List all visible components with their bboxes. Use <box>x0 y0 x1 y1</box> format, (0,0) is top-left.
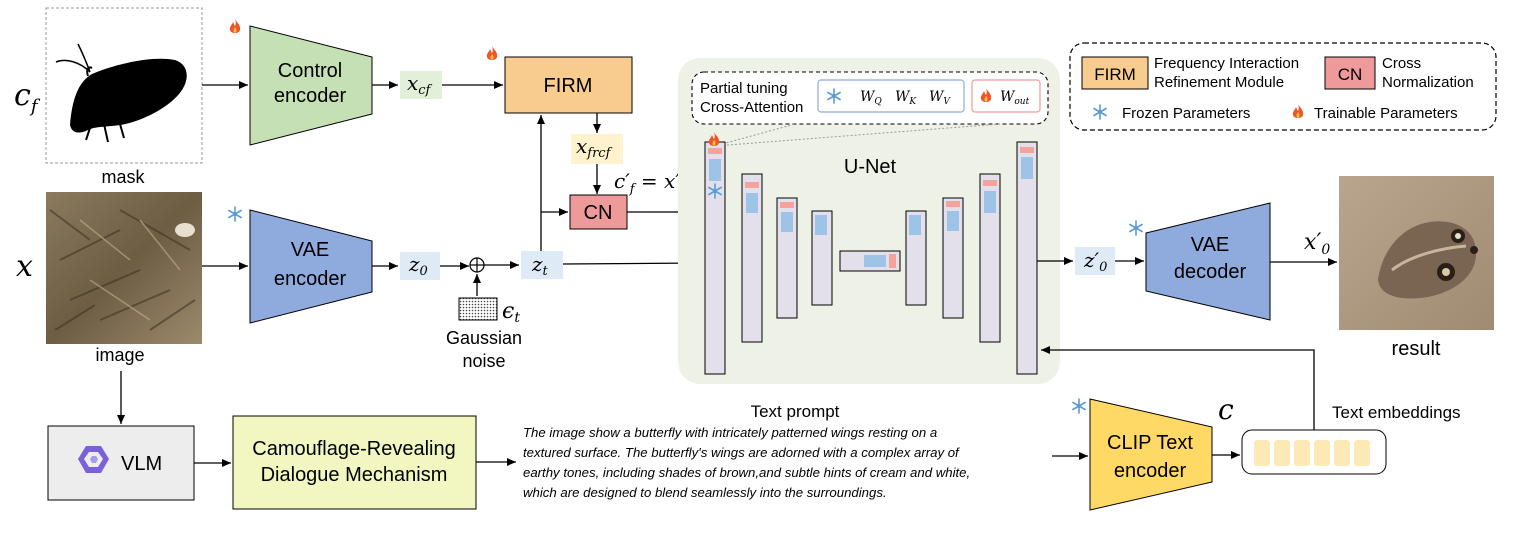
firm-block <box>504 56 633 114</box>
arrow-zt-to-unet <box>562 259 701 268</box>
z0-label: z0 <box>408 252 428 279</box>
unet-title: U-Net <box>844 156 897 178</box>
add-icon <box>469 257 485 273</box>
cn-label: CN <box>584 202 613 224</box>
control-encoder <box>249 25 373 146</box>
arrow-embeddings-to-unet <box>1041 346 1315 430</box>
cn-block <box>569 194 628 230</box>
vae-encoder-line1: VAE <box>291 239 330 261</box>
cf-symbol: cf <box>14 78 41 117</box>
legend-cn-line1: Cross <box>1382 55 1421 72</box>
legend-frozen: Frozen Parameters <box>1122 105 1250 122</box>
vae-decoder-line2: decoder <box>1174 261 1247 283</box>
x-symbol: x <box>16 249 33 284</box>
wout-label: Wout <box>1000 89 1030 107</box>
legend-box <box>1069 42 1497 131</box>
vae-decoder-line1: VAE <box>1191 234 1230 256</box>
zt-box <box>521 251 563 279</box>
xfrcf-label: xfrcf <box>576 134 613 161</box>
flame-icon <box>486 46 498 60</box>
noise-line1: Gaussian <box>446 328 522 348</box>
x0prime-label: x′0 <box>1304 230 1330 258</box>
partial-tuning-line1: Partial tuning <box>700 80 788 97</box>
embedding-tokens <box>1254 440 1370 466</box>
crdm-block <box>232 415 477 510</box>
trainable-weights-box <box>971 79 1041 113</box>
unet-layer-7 <box>979 173 1001 343</box>
vae-decoder <box>1145 202 1271 321</box>
legend-firm-line1: Frequency Interaction <box>1154 55 1299 72</box>
legend-firm-line2: Refinement Module <box>1154 74 1284 91</box>
gaussian-noise-swatch <box>458 297 498 321</box>
eps-label: ϵt <box>502 299 520 326</box>
text-prompt-line: The image show a butterfly with intricat… <box>523 425 937 440</box>
zt-label: zt <box>531 252 549 279</box>
xfrcf-box <box>571 134 623 164</box>
butterfly-silhouette <box>55 43 187 143</box>
clip-text-encoder <box>1089 398 1213 511</box>
frozen-weights-box <box>817 79 965 113</box>
legend-cn-line2: Normalization <box>1382 74 1474 91</box>
firm-label: FIRM <box>544 75 593 97</box>
flame-icon <box>229 19 241 33</box>
vlm-logo-icon <box>78 446 109 473</box>
mask-label: mask <box>101 167 145 187</box>
snowflake-icon <box>228 206 242 222</box>
unet-layer-2 <box>741 173 763 343</box>
vlm-block <box>47 425 195 501</box>
crdm-line2: Dialogue Mechanism <box>261 464 448 486</box>
input-image-texture <box>49 209 196 331</box>
wk-label: WK <box>895 89 917 107</box>
c-symbol: c <box>1218 393 1234 426</box>
text-prompt-body: The image show a butterfly with intricat… <box>523 425 970 500</box>
xcf-label: xcf <box>407 71 433 98</box>
text-embeddings-label: Text embeddings <box>1332 403 1461 422</box>
xcf-box <box>400 71 442 99</box>
z0prime-label: z′0 <box>1083 248 1107 275</box>
text-prompt-line: earthy tones, including shades of brown,… <box>523 465 970 480</box>
callout-link-left <box>714 123 796 147</box>
snowflake-icon <box>1072 398 1086 414</box>
vlm-label: VLM <box>121 453 162 475</box>
result-butterfly <box>1378 221 1478 299</box>
unet-layer-8 <box>1016 141 1038 375</box>
control-encoder-line1: Control <box>278 60 342 82</box>
legend-cn-abbr: CN <box>1338 65 1363 84</box>
noise-line2: noise <box>462 351 505 371</box>
legend-firm-abbr: FIRM <box>1094 65 1136 84</box>
wv-label: WV <box>929 89 951 107</box>
image-label: image <box>95 345 144 365</box>
result-label: result <box>1392 338 1441 360</box>
clip-line1: CLIP Text <box>1107 432 1193 454</box>
crdm-line1: Camouflage-Revealing <box>252 438 455 460</box>
z0-box <box>400 252 440 280</box>
legend-trainable: Trainable Parameters <box>1314 105 1458 122</box>
partial-tuning-line2: Cross-Attention <box>700 99 803 116</box>
snowflake-icon <box>1129 220 1143 236</box>
text-prompt-line: textured surface. The butterfly's wings … <box>523 445 960 460</box>
vae-encoder <box>249 209 373 324</box>
unet-layers <box>704 132 1038 375</box>
legend-cn-swatch <box>1324 56 1376 90</box>
control-encoder-line2: encoder <box>274 85 347 107</box>
legend-firm-swatch <box>1081 56 1149 90</box>
wq-label: WQ <box>860 89 882 107</box>
z0prime-box <box>1075 247 1115 275</box>
clip-line2: encoder <box>1114 460 1187 482</box>
unet-panel <box>678 58 1060 384</box>
text-prompt-title: Text prompt <box>751 402 840 421</box>
pebble <box>175 223 195 237</box>
vae-encoder-line2: encoder <box>274 268 347 290</box>
text-prompt-line: which are designed to blend seamlessly i… <box>523 485 887 500</box>
